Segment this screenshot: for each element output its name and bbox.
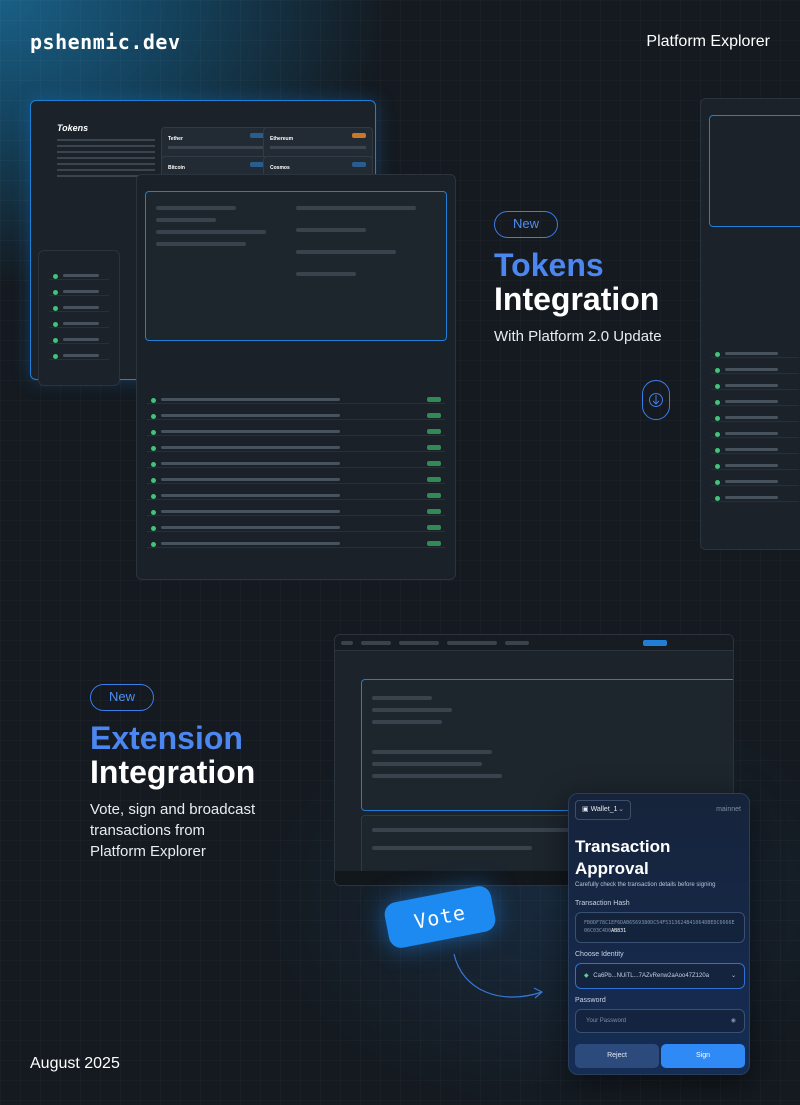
wallet-icon: ▣: [582, 806, 589, 813]
eye-icon[interactable]: ◉: [730, 1018, 736, 1024]
password-input[interactable]: Your Password ◉: [575, 1009, 745, 1033]
token-card-name: Bitcoin: [168, 165, 185, 171]
token-card-id: [168, 146, 264, 149]
token-card-badge: [352, 133, 366, 138]
tokens-headline-highlight: Tokens: [494, 247, 604, 283]
tokens-headline: Tokens Integration: [494, 248, 659, 316]
tokens-subtitle: With Platform 2.0 Update: [494, 328, 662, 345]
reject-button[interactable]: Reject: [575, 1044, 659, 1068]
token-card-name: Tether: [168, 136, 183, 142]
identity-avatar-icon: ◆: [584, 973, 589, 979]
extension-headline-highlight: Extension: [90, 720, 243, 756]
hash-label: Transaction Hash: [575, 900, 630, 907]
password-placeholder: Your Password: [586, 1018, 627, 1024]
page-subject-label: Platform Explorer: [646, 33, 770, 50]
explorer-nav-bar: [335, 635, 733, 651]
scroll-down-button[interactable]: [642, 380, 670, 420]
tokens-headline-rest: Integration: [494, 281, 660, 317]
token-card-name: Cosmos: [270, 165, 290, 171]
token-card-id: [270, 146, 366, 149]
wallet-extension-popup: ▣ Wallet_1 ⌄ mainnet Transaction Approva…: [568, 793, 750, 1075]
curved-arrow-icon: [453, 953, 544, 999]
token-card-badge: [250, 162, 264, 167]
extension-subtitle-line: Vote, sign and broadcast: [90, 801, 256, 818]
identity-card: [709, 115, 800, 227]
release-date: August 2025: [30, 1055, 120, 1072]
token-detail-card: [145, 191, 447, 341]
chevron-down-icon: ⌄: [730, 973, 736, 979]
password-label: Password: [575, 997, 606, 1004]
extension-headline-rest: Integration: [90, 754, 256, 790]
token-card-name: Ethereum: [270, 136, 294, 142]
wallet-name: Wallet_1: [590, 806, 618, 813]
token-card-badge: [352, 162, 366, 167]
tokens-mockup-title: Tokens: [57, 123, 89, 133]
token-card-badge: [250, 133, 264, 138]
chevron-down-icon: ⌄: [618, 806, 624, 813]
extension-subtitle-line: transactions from: [90, 822, 206, 839]
identity-label: Choose Identity: [575, 951, 624, 958]
tokens-list-mockup: [38, 250, 120, 386]
transaction-hash-field: FB0DF78C1EF6DAB6569380DC54F5313624B41064…: [575, 912, 745, 943]
network-label: mainnet: [716, 806, 741, 813]
extension-subtitle-line: Platform Explorer: [90, 843, 206, 860]
identity-value: Ca6Pb...NUiTL...7AZvRenw2aAoo47Z120a: [593, 973, 710, 979]
arrow-down-icon: [649, 393, 663, 407]
popup-title: Transaction Approval: [575, 837, 671, 878]
tokens-mockup-description: [57, 139, 155, 177]
extension-subtitle: Vote, sign and broadcast transactions fr…: [90, 799, 255, 862]
transaction-hash-suffix: AB831: [611, 928, 627, 934]
identity-select[interactable]: ◆ Ca6Pb...NUiTL...7AZvRenw2aAoo47Z120a ⌄: [575, 963, 745, 989]
extension-headline: Extension Integration: [90, 721, 255, 789]
identity-mockup: [700, 98, 800, 550]
tokens-new-badge: New: [494, 211, 558, 238]
token-detail-mockup: [136, 174, 456, 580]
brand-logo[interactable]: pshenmic.dev: [30, 30, 181, 54]
wallet-selector[interactable]: ▣ Wallet_1 ⌄: [575, 800, 631, 820]
contested-resource-card: [361, 679, 733, 811]
extension-new-badge: New: [90, 684, 154, 711]
popup-subtitle: Carefully check the transaction details …: [575, 882, 716, 888]
sign-button[interactable]: Sign: [661, 1044, 745, 1068]
transaction-hash-prefix: FB0DF78C1EF6DAB6569380DC54F5313624B41064…: [584, 920, 735, 934]
